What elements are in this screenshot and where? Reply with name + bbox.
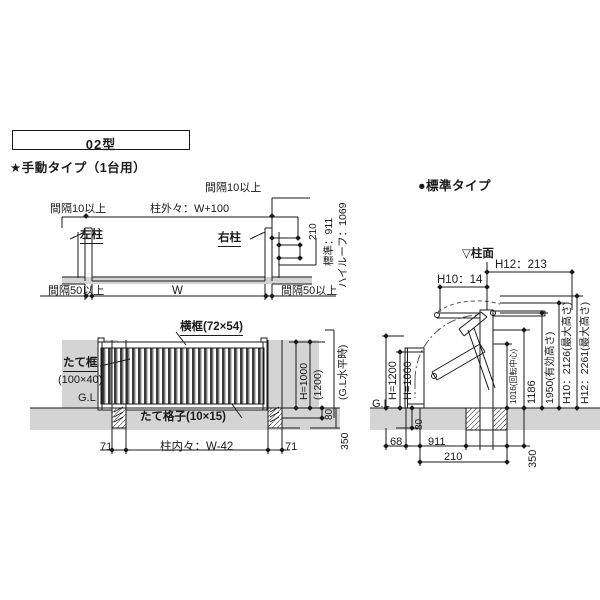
model-title-label: 02型 [85, 137, 117, 152]
plan-dim-gap-bottom-right: 間隔50以上 [281, 285, 338, 297]
section-dim-1186: 1186 [526, 380, 538, 404]
section-dim-h-1200: H=1200 [387, 361, 399, 400]
plan-dim-gap-left: 間隔10以上 [50, 203, 107, 215]
elev-label-stile: たて框 [63, 357, 98, 372]
manual-type-heading: ★手動タイプ（1台用） [10, 161, 147, 175]
elev-ground-band [30, 408, 340, 430]
plan-label-left-post: 左柱 [80, 229, 103, 244]
plan-dim-gap-right: 間隔10以上 [205, 182, 262, 194]
elev-dim-71-right: 71 [285, 441, 298, 453]
elev-label-gl: G.L [78, 392, 96, 404]
section-label-post-face: ▽柱面 [462, 248, 494, 260]
section-label-gl: G.L [372, 398, 390, 410]
elev-dim-inner: 柱内々：W-42 [160, 441, 234, 453]
section-dim-h10-max: H10：2126(最大高さ) [561, 301, 573, 404]
section-dim-h10-top: H10：14 [437, 274, 483, 286]
elev-label-lattice: たて格子(10×15) [140, 411, 226, 423]
section-dim-68: 68 [390, 436, 403, 448]
standard-type-heading: ●標準タイプ [418, 179, 492, 193]
elev-label-stile-size: (100×40) [58, 374, 103, 386]
section-dim-210: 210 [444, 451, 463, 463]
plan-dim-post-outer: 柱外々：W+100 [150, 203, 230, 215]
section-dim-1016: 1016(回転中心) [509, 348, 518, 404]
plan-dim-gap-bottom-left: 間隔50以上 [48, 285, 105, 297]
section-dim-350: 350 [527, 449, 539, 468]
section-dim-80: 80 [414, 418, 425, 430]
plan-label-right-post: 右柱 [218, 232, 241, 247]
plan-dim-w: W [172, 285, 183, 297]
section-dim-911: 911 [428, 436, 446, 448]
section-dim-1950: 1950(有効高さ) [544, 331, 556, 404]
elev-label-top-rail: 横框(72×54) [180, 321, 243, 336]
section-dim-h12-top: H12：213 [495, 259, 547, 271]
section-dim-h-1000: H=1000 [402, 361, 414, 400]
model-title-box: 02型 [12, 130, 190, 152]
elev-dim-71-left: 71 [100, 441, 113, 453]
section-dim-h12-max: H12：2261(最大高さ) [579, 301, 591, 404]
